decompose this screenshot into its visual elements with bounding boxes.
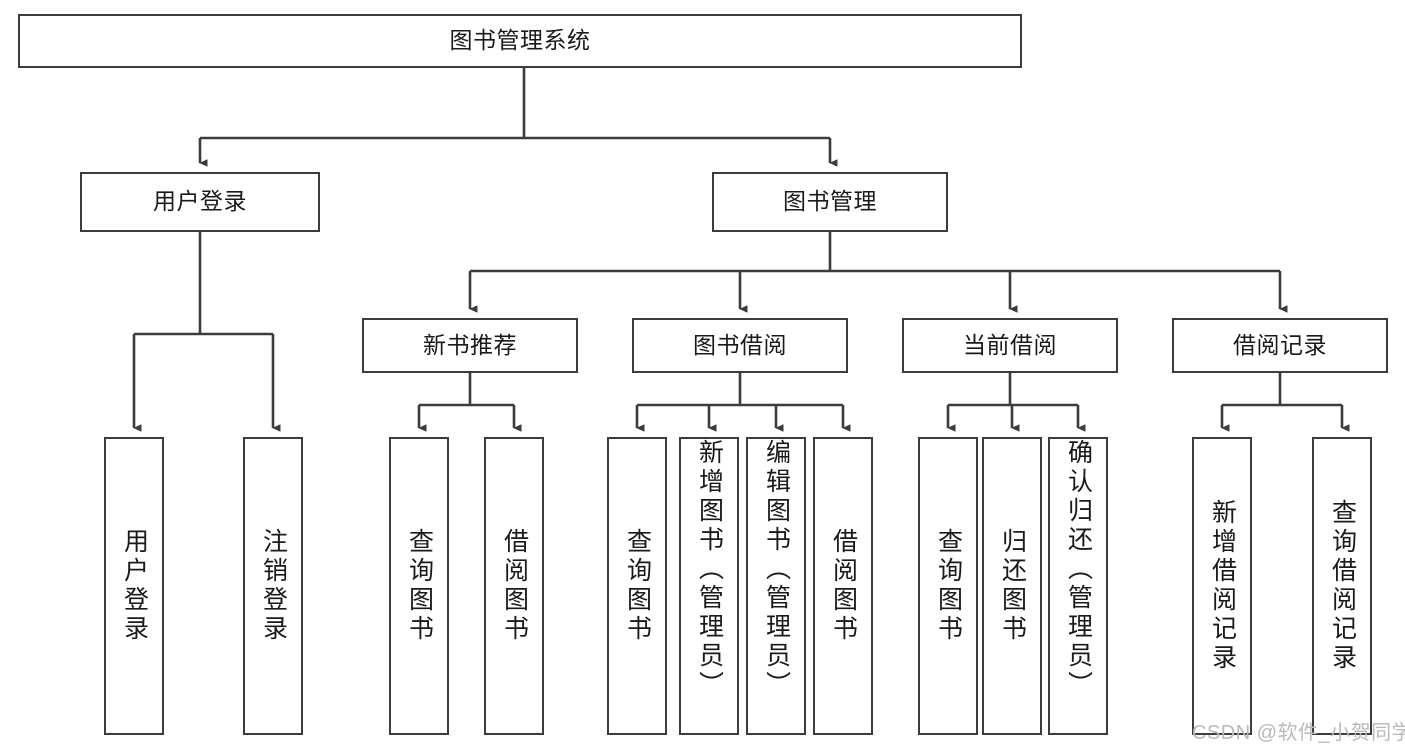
node-leaf-return-book[interactable]: 归还图书 bbox=[982, 437, 1042, 735]
node-leaf-query-book-cur[interactable]: 查询图书 bbox=[918, 437, 978, 735]
node-label: 新增借阅记录 bbox=[1208, 499, 1237, 673]
node-label: 查询图书 bbox=[405, 528, 434, 644]
node-leaf-query-book-rec[interactable]: 查询图书 bbox=[389, 437, 449, 735]
node-leaf-logout[interactable]: 注销登录 bbox=[243, 437, 303, 735]
node-label: 当前借阅 bbox=[963, 331, 1057, 358]
node-current-borrow[interactable]: 当前借阅 bbox=[902, 318, 1118, 373]
node-label: 新书推荐 bbox=[423, 331, 517, 358]
node-label: 借阅记录 bbox=[1233, 331, 1327, 358]
node-user-login[interactable]: 用户登录 bbox=[80, 172, 320, 232]
node-book-borrow[interactable]: 图书借阅 bbox=[632, 318, 848, 373]
node-leaf-query-book-borrow[interactable]: 查询图书 bbox=[607, 437, 667, 735]
node-leaf-add-book[interactable]: 新增图书（管理员） bbox=[679, 437, 739, 735]
node-label: 新增图书（管理员） bbox=[695, 439, 724, 700]
node-label: 查询图书 bbox=[934, 528, 963, 644]
node-label: 图书借阅 bbox=[693, 331, 787, 358]
node-label: 借阅图书 bbox=[829, 528, 858, 644]
node-label: 用户登录 bbox=[153, 188, 247, 215]
node-leaf-edit-book[interactable]: 编辑图书（管理员） bbox=[746, 437, 806, 735]
node-leaf-user-login[interactable]: 用户登录 bbox=[104, 437, 164, 735]
node-root[interactable]: 图书管理系统 bbox=[18, 14, 1022, 68]
node-book-manage[interactable]: 图书管理 bbox=[712, 172, 948, 232]
node-label: 编辑图书（管理员） bbox=[762, 439, 791, 700]
node-leaf-borrow-book-rec[interactable]: 借阅图书 bbox=[484, 437, 544, 735]
node-leaf-add-record[interactable]: 新增借阅记录 bbox=[1192, 437, 1252, 735]
node-new-book-rec[interactable]: 新书推荐 bbox=[362, 318, 578, 373]
node-label: 确认归还（管理员） bbox=[1064, 439, 1093, 700]
edge-paths bbox=[132, 68, 1350, 432]
node-leaf-confirm-return[interactable]: 确认归还（管理员） bbox=[1048, 437, 1108, 735]
node-label: 注销登录 bbox=[259, 528, 288, 644]
node-leaf-query-record[interactable]: 查询借阅记录 bbox=[1312, 437, 1372, 735]
node-label: 图书管理 bbox=[783, 188, 877, 215]
node-leaf-borrow-book[interactable]: 借阅图书 bbox=[813, 437, 873, 735]
node-label: 图书管理系统 bbox=[449, 27, 591, 54]
node-borrow-record[interactable]: 借阅记录 bbox=[1172, 318, 1388, 373]
node-label: 归还图书 bbox=[998, 528, 1027, 644]
node-label: 查询图书 bbox=[623, 528, 652, 644]
node-label: 用户登录 bbox=[120, 528, 149, 644]
node-label: 查询借阅记录 bbox=[1328, 499, 1357, 673]
node-label: 借阅图书 bbox=[500, 528, 529, 644]
